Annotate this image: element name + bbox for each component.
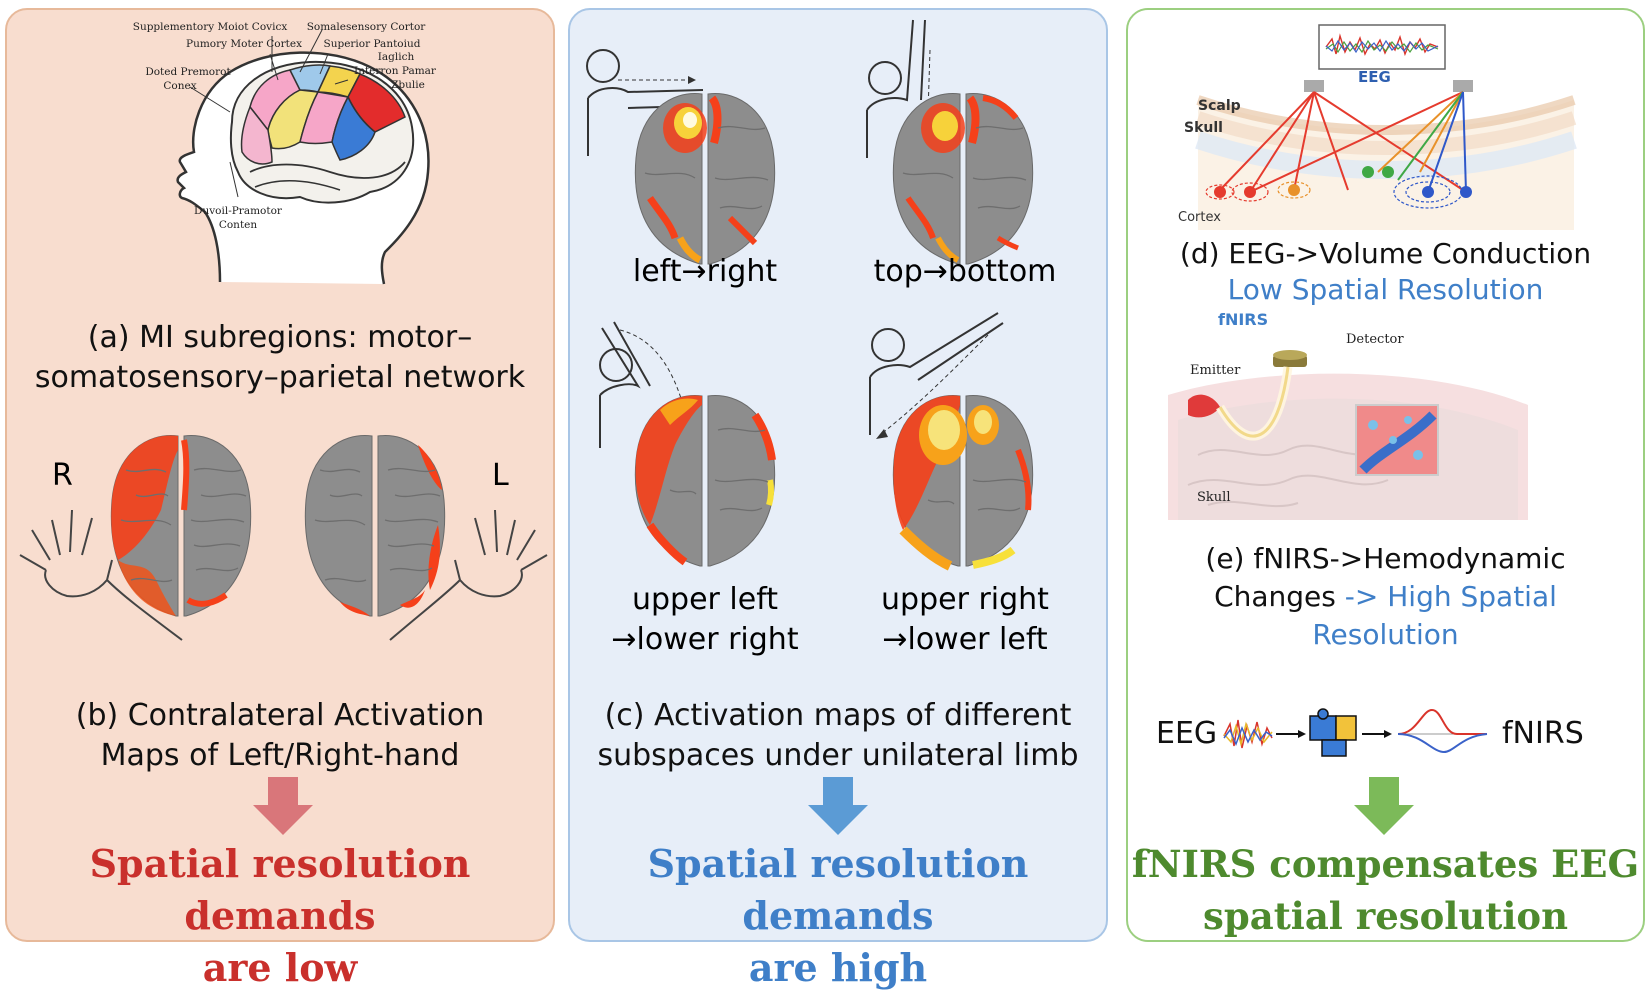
activation-map-upper-left: [634, 395, 776, 567]
activation-map-top-bottom: [892, 93, 1034, 265]
conclusion-d-line2: spatial resolution: [1203, 894, 1568, 938]
scalp-label: Scalp: [1198, 98, 1241, 114]
caption-e-line3: Resolution: [1312, 618, 1459, 651]
label-ventral-premotor-2: Conten: [219, 219, 258, 231]
eeg-label: EEG: [1358, 68, 1391, 86]
caption-e: (e) fNIRS->Hemodynamic Changes -> High S…: [1126, 540, 1645, 654]
label-dorsal-premotor: Doted Premorot: [145, 66, 231, 78]
down-arrow-a: [253, 777, 313, 835]
caption-d-line1: (d) EEG->Volume Conduction: [1179, 237, 1592, 270]
label-superior-parietal-2: Iaglich: [378, 51, 415, 63]
right-hand-illustration: [19, 509, 183, 641]
map-label-upper-left: upper left →lower right: [600, 580, 810, 660]
fnirs-label: fNIRS: [1218, 310, 1269, 329]
emitter-label: Emitter: [1190, 363, 1241, 378]
map-label-upper-right-1: upper right: [881, 582, 1049, 617]
activation-map-left-right: [634, 93, 776, 265]
caption-a-line1: (a) MI subregions: motor–: [87, 320, 473, 355]
caption-a: (a) MI subregions: motor– somatosensory–…: [10, 318, 550, 398]
label-superior-parietal: Superior Pantoiud: [324, 38, 421, 50]
conclusion-c-line1: Spatial resolution demands: [647, 841, 1029, 938]
skull-label: Skull: [1184, 120, 1223, 136]
caption-e-line2: Changes -> High Spatial: [1126, 578, 1645, 616]
caption-b-line1: (b) Contralateral Activation: [75, 698, 485, 733]
map-label-left-right: left→right: [632, 254, 778, 289]
map-label-upper-left-2: →lower right: [611, 622, 799, 657]
caption-e-line2b: -> High Spatial: [1344, 580, 1557, 613]
caption-b-line2: Maps of Left/Right-hand: [100, 738, 460, 773]
activation-map-left-hand: [304, 435, 446, 617]
caption-e-line2a: Changes: [1214, 580, 1345, 613]
map-label-upper-right-2: →lower left: [882, 622, 1048, 657]
label-right: R: [52, 458, 73, 493]
map-label-upper-left-1: upper left: [631, 582, 778, 617]
label-supplementary: Supplementory Moiot Covicx: [133, 21, 288, 33]
caption-d-line2: Low Spatial Resolution: [1227, 273, 1544, 306]
label-primary-motor: Pumory Moter Cortex: [186, 38, 302, 50]
conclusion-a: Spatial resolution demands are low: [5, 838, 555, 994]
eeg-waveform-box: [1318, 24, 1446, 70]
caption-c-line1: (c) Activation maps of different: [604, 698, 1072, 733]
activation-map-upper-right: [892, 395, 1034, 571]
flow-eeg-label: EEG: [1156, 716, 1218, 751]
caption-c-line2: subspaces under unilateral limb: [597, 738, 1079, 773]
caption-a-line2: somatosensory–parietal network: [34, 360, 526, 395]
skull-label-fnirs: Skull: [1197, 490, 1231, 505]
caption-c: (c) Activation maps of different subspac…: [568, 696, 1108, 776]
map-label-upper-right: upper right →lower left: [860, 580, 1070, 660]
brain-region-labels: Supplementory Moiot Covicx Pumory Moter …: [133, 21, 437, 231]
conclusion-c: Spatial resolution demands are high: [568, 838, 1108, 994]
caption-d: (d) EEG->Volume Conduction Low Spatial R…: [1126, 236, 1645, 308]
down-arrow-d: [1354, 777, 1414, 835]
label-dorsal-premotor-2: Conex: [163, 80, 196, 92]
caption-e-line1: (e) fNIRS->Hemodynamic: [1205, 542, 1566, 575]
activation-map-right-hand: [110, 435, 252, 617]
detector-label: Detector: [1346, 332, 1404, 347]
label-inferior-parietal-2: Zbulie: [391, 79, 425, 91]
label-ventral-premotor: Duvoil-Pramotor: [194, 205, 283, 217]
flow-fnirs-label: fNIRS: [1502, 716, 1584, 751]
label-left: L: [492, 458, 509, 493]
map-label-top-bottom: top→bottom: [873, 254, 1057, 289]
cortex-label: Cortex: [1178, 210, 1221, 225]
conclusion-d: fNIRS compensates EEG spatial resolution: [1126, 838, 1645, 942]
conclusion-a-line1: Spatial resolution demands: [89, 841, 471, 938]
flow-diagram: [1223, 708, 1488, 757]
conclusion-d-line1: fNIRS compensates EEG: [1131, 842, 1640, 886]
head-brain-illustration: [176, 29, 430, 285]
arm-figure-upper-right: [869, 312, 1004, 439]
left-hand-illustration: [389, 509, 548, 641]
label-inferior-parietal: Interron Pamar: [354, 65, 437, 77]
label-somatosensory: Somalesensory Cortor: [307, 21, 427, 33]
puzzle-icon: [1309, 708, 1357, 757]
caption-b: (b) Contralateral Activation Maps of Lef…: [10, 696, 550, 776]
volume-conduction-diagram: [1195, 80, 1577, 230]
fnirs-optical-diagram: [1168, 350, 1528, 520]
down-arrow-c: [808, 777, 868, 835]
